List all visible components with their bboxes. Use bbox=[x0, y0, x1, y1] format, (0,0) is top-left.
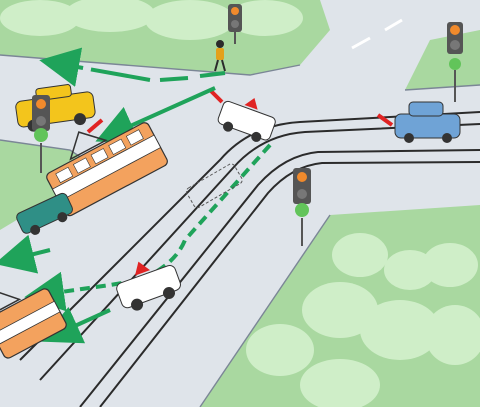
pedestrian bbox=[214, 40, 226, 72]
teal-car bbox=[16, 192, 73, 235]
traffic-light-right bbox=[447, 22, 463, 102]
police-car-top bbox=[217, 97, 276, 142]
direction-arrows bbox=[0, 63, 272, 344]
traffic-light-left bbox=[32, 95, 50, 173]
tram-bottom bbox=[0, 288, 67, 359]
trees-top-left bbox=[0, 0, 303, 40]
tram-center bbox=[46, 122, 168, 217]
police-car-bottom bbox=[116, 261, 181, 311]
traffic-light-center bbox=[293, 168, 311, 246]
blue-car bbox=[394, 101, 461, 143]
traffic-light-top bbox=[228, 4, 242, 44]
lane-dashes bbox=[351, 18, 403, 50]
trees-bottom-right bbox=[246, 233, 480, 407]
ghost-car bbox=[185, 163, 243, 209]
